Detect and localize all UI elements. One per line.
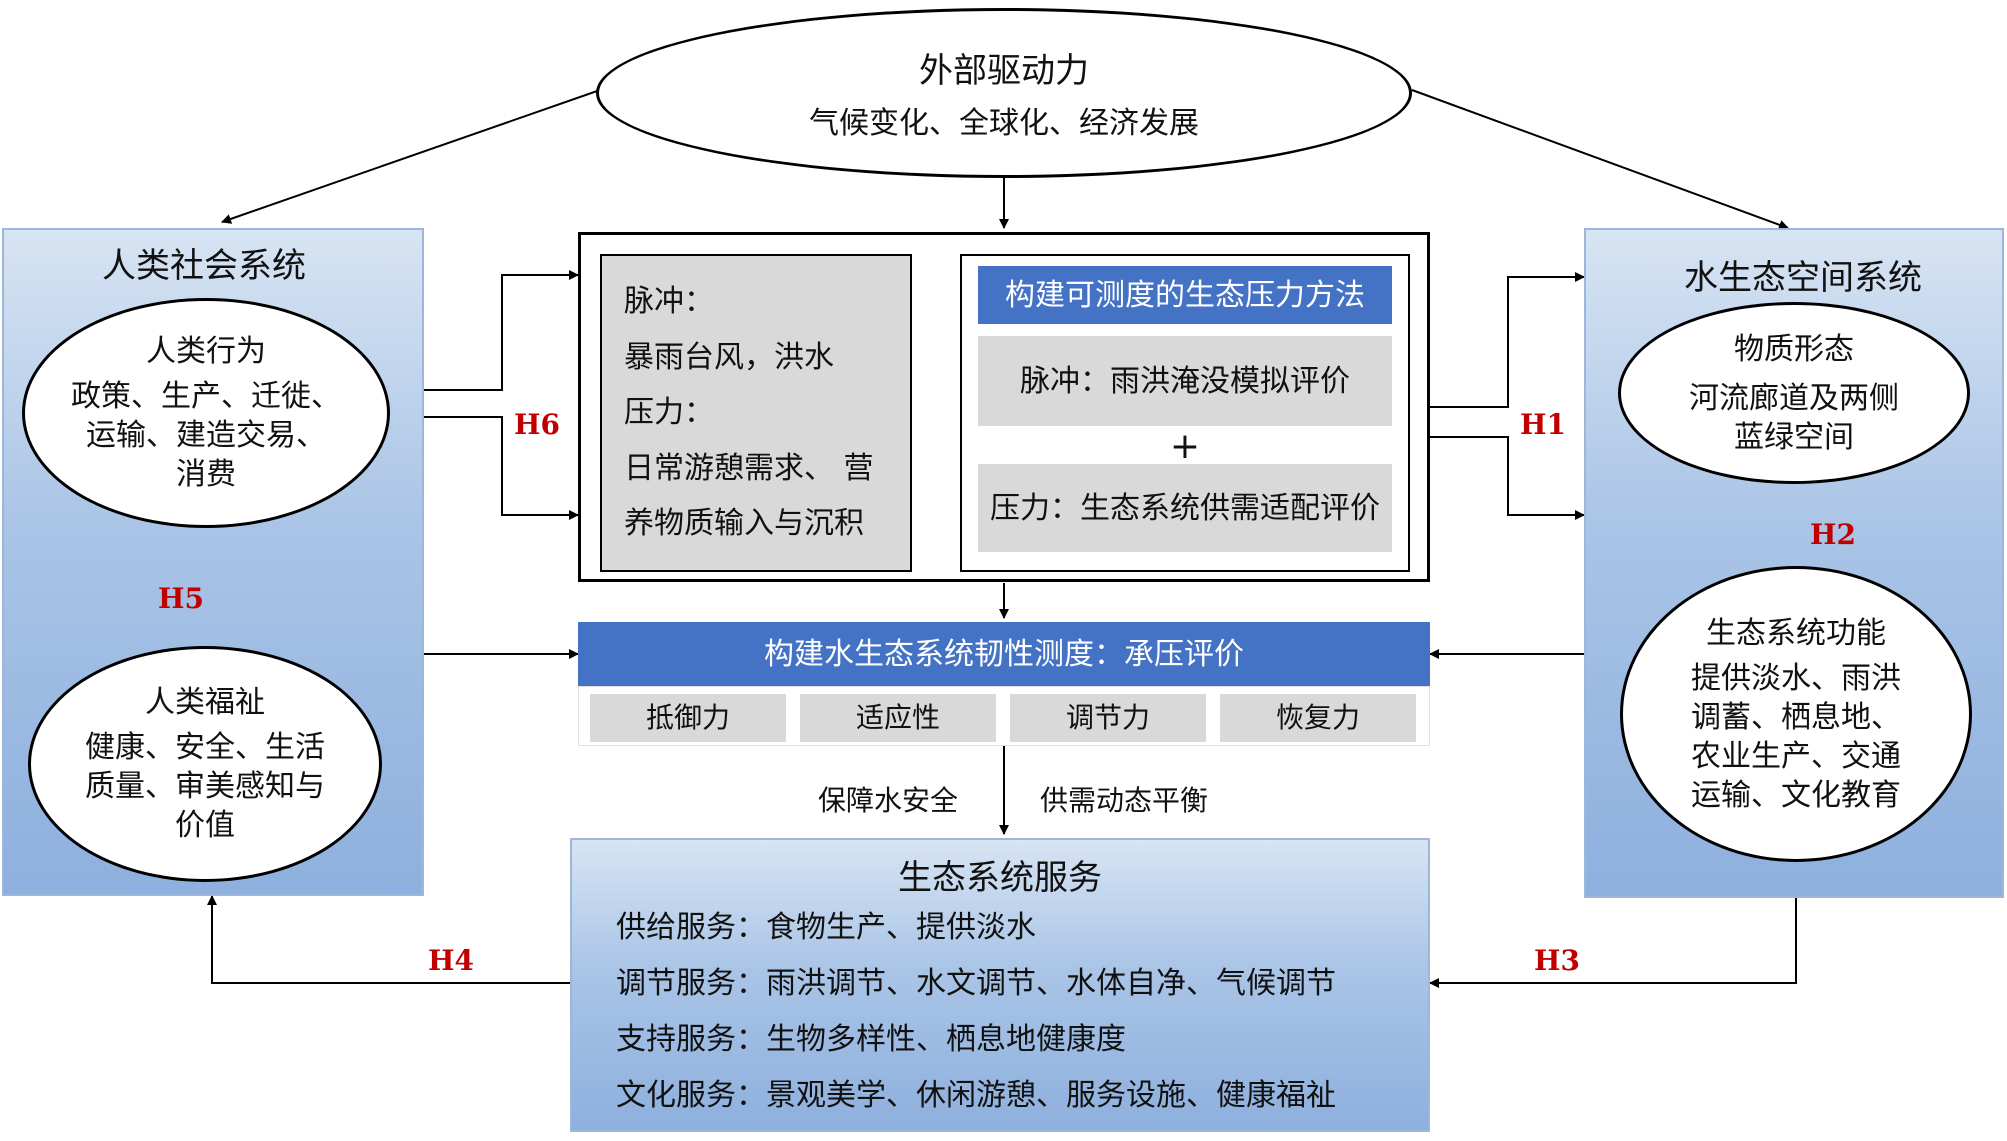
services-row-supporting: 支持服务：生物多样性、栖息地健康度 — [616, 1022, 1126, 1057]
method-pressure-row: 压力：生态系统供需适配评价 — [978, 464, 1392, 552]
external-drivers-ellipse: 外部驱动力 气候变化、全球化、经济发展 — [596, 8, 1412, 178]
flow-label-water-security: 保障水安全 — [818, 784, 959, 817]
services-row-cultural: 文化服务：景观美学、休闲游憩、服务设施、健康福祉 — [616, 1078, 1336, 1113]
services-row-provisioning: 供给服务：食物生产、提供淡水 — [616, 910, 1036, 945]
pressure-content-1: 日常游憩需求、 营 — [624, 450, 874, 486]
water-function-line-4: 运输、文化教育 — [1691, 777, 1901, 813]
external-subtitle: 气候变化、全球化、经济发展 — [809, 106, 1199, 141]
arrow-h1-upper — [1430, 272, 1585, 408]
resilience-title-bar: 构建水生态系统韧性测度：承压评价 — [578, 622, 1430, 686]
services-title: 生态系统服务 — [898, 858, 1102, 898]
water-function-title: 生态系统功能 — [1706, 615, 1886, 651]
hypothesis-h4-label: H4 — [428, 944, 474, 977]
arrow-h6-upper — [424, 270, 579, 391]
ecosystem-services-panel: 生态系统服务 供给服务：食物生产、提供淡水 调节服务：雨洪调节、水文调节、水体自… — [570, 838, 1430, 1132]
arrow-h1-lower — [1430, 436, 1585, 520]
human-system-title: 人类社会系统 — [102, 246, 306, 286]
services-row-regulating: 调节服务：雨洪调节、水文调节、水体自净、气候调节 — [616, 966, 1336, 1001]
hypothesis-h1-label: H1 — [1520, 408, 1566, 441]
arrow-h6-lower — [424, 416, 579, 520]
human-wellbeing-line-2: 质量、审美感知与 — [85, 769, 325, 804]
hypothesis-h3-label: H3 — [1534, 944, 1580, 977]
human-wellbeing-title: 人类福祉 — [145, 685, 265, 720]
hypothesis-h5-label: H5 — [158, 582, 204, 615]
pressure-content-2: 养物质输入与沉积 — [624, 506, 864, 542]
hypothesis-h2-label: H2 — [1810, 518, 1856, 551]
arrow-external-to-human — [221, 89, 601, 224]
resilience-item-adapt: 适应性 — [800, 694, 996, 742]
human-wellbeing-line-1: 健康、安全、生活 — [85, 730, 325, 765]
human-behavior-line-1: 政策、生产、迁徙、 — [71, 379, 341, 414]
pulse-label: 脉冲： — [624, 284, 714, 320]
arrow-external-to-water — [1411, 89, 1789, 230]
water-function-ellipse: 生态系统功能 提供淡水、雨洪 调蓄、栖息地、 农业生产、交通 运输、文化教育 — [1620, 566, 1972, 862]
resilience-item-resist: 抵御力 — [590, 694, 786, 742]
arrow-h4 — [207, 895, 570, 984]
resilience-item-recover: 恢复力 — [1220, 694, 1416, 742]
method-title-bar: 构建可测度的生态压力方法 — [978, 266, 1392, 324]
method-pulse-row: 脉冲：雨洪淹没模拟评价 — [978, 336, 1392, 426]
flow-label-supply-demand: 供需动态平衡 — [1040, 784, 1209, 817]
water-form-line-2: 蓝绿空间 — [1734, 419, 1854, 455]
human-behavior-line-2: 运输、建造交易、 — [86, 418, 326, 453]
human-wellbeing-line-3: 价值 — [175, 808, 235, 843]
water-function-line-3: 农业生产、交通 — [1691, 738, 1901, 774]
arrow-h3 — [1429, 892, 1797, 988]
human-wellbeing-ellipse: 人类福祉 健康、安全、生活 质量、审美感知与 价值 — [28, 646, 382, 882]
resilience-item-regulate: 调节力 — [1010, 694, 1206, 742]
pulse-content: 暴雨台风，洪水 — [624, 339, 834, 375]
water-function-line-2: 调蓄、栖息地、 — [1691, 699, 1901, 735]
water-form-line-1: 河流廊道及两侧 — [1689, 380, 1899, 416]
water-system-title: 水生态空间系统 — [1684, 258, 1922, 298]
human-behavior-line-3: 消费 — [176, 457, 236, 492]
pressure-label: 压力： — [624, 395, 714, 431]
water-function-line-1: 提供淡水、雨洪 — [1691, 660, 1901, 696]
external-title: 外部驱动力 — [919, 51, 1089, 91]
pulse-pressure-box: 脉冲： 暴雨台风，洪水 压力： 日常游憩需求、 营 养物质输入与沉积 — [600, 254, 912, 572]
hypothesis-h6-label: H6 — [514, 408, 560, 441]
human-behavior-title: 人类行为 — [146, 334, 266, 369]
method-plus-sign: + — [1169, 425, 1201, 467]
water-form-ellipse: 物质形态 河流廊道及两侧 蓝绿空间 — [1618, 302, 1970, 484]
water-form-title: 物质形态 — [1734, 331, 1854, 367]
human-behavior-ellipse: 人类行为 政策、生产、迁徙、 运输、建造交易、 消费 — [22, 298, 390, 528]
